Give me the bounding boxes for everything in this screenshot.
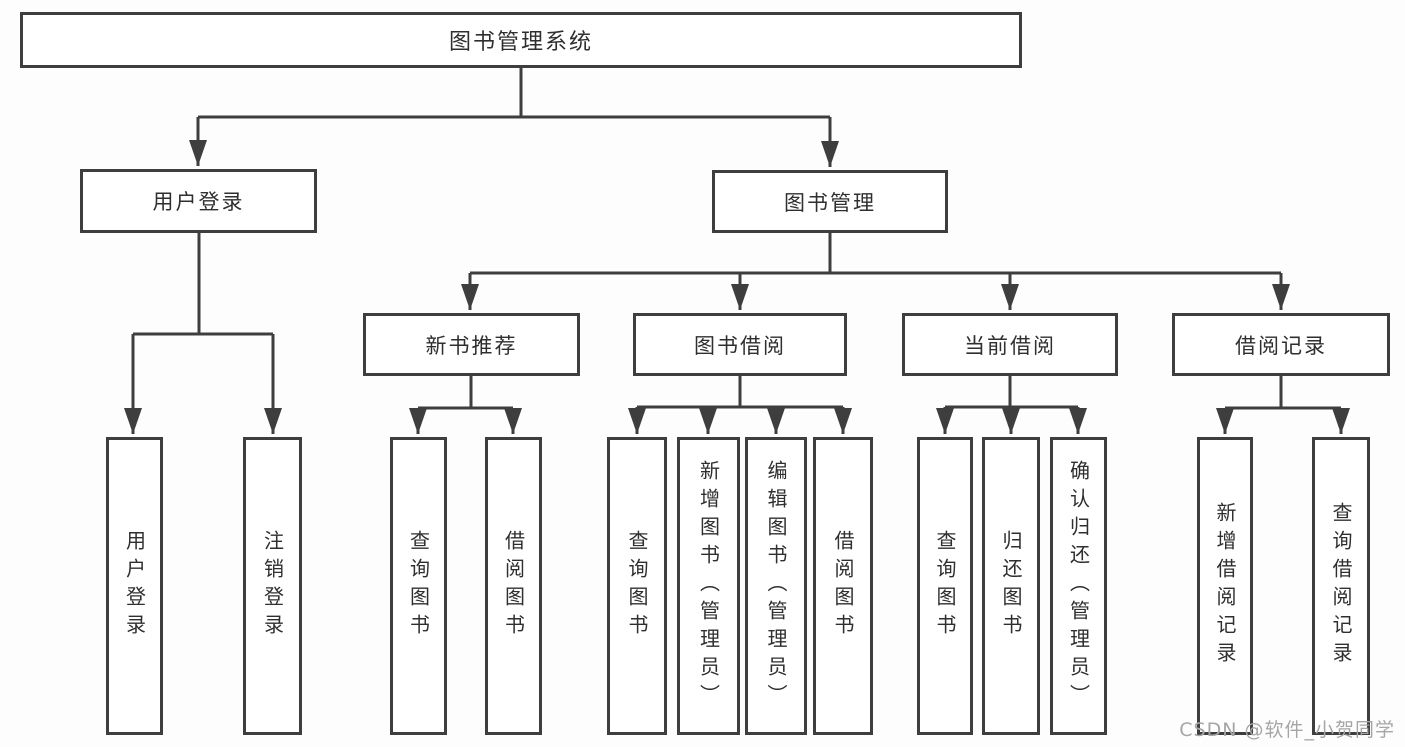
node-user-login-branch: 用户登录: [80, 169, 317, 233]
leaf-user-login: 用户登录: [106, 437, 163, 735]
leaf-rec-borrow-book: 借阅图书: [485, 437, 542, 735]
leaf-br-query-record: 查询借阅记录: [1312, 437, 1370, 735]
leaf-bb-add-book-admin: 新增图书（管理员）: [677, 437, 740, 735]
leaf-bb-query-book: 查询图书: [607, 437, 667, 735]
node-new-book-recommendation: 新书推荐: [363, 313, 580, 376]
node-borrowing-records: 借阅记录: [1172, 313, 1390, 376]
leaf-cb-query-book: 查询图书: [917, 437, 973, 735]
node-book-management: 图书管理: [712, 170, 948, 233]
leaf-cb-return-book: 归还图书: [982, 437, 1040, 735]
leaf-bb-edit-book-admin: 编辑图书（管理员）: [745, 437, 807, 735]
leaf-logout: 注销登录: [243, 437, 302, 735]
csdn-watermark: CSDN @软件_小贺同学: [1179, 719, 1395, 741]
node-book-borrowing: 图书借阅: [633, 313, 847, 376]
leaf-br-add-record: 新增借阅记录: [1197, 437, 1253, 735]
leaf-bb-borrow-book: 借阅图书: [813, 437, 873, 735]
node-current-borrowing: 当前借阅: [902, 313, 1118, 376]
leaf-cb-confirm-return-admin: 确认归还（管理员）: [1050, 437, 1107, 735]
leaf-rec-query-book: 查询图书: [390, 437, 447, 735]
node-root-system: 图书管理系统: [20, 12, 1022, 68]
